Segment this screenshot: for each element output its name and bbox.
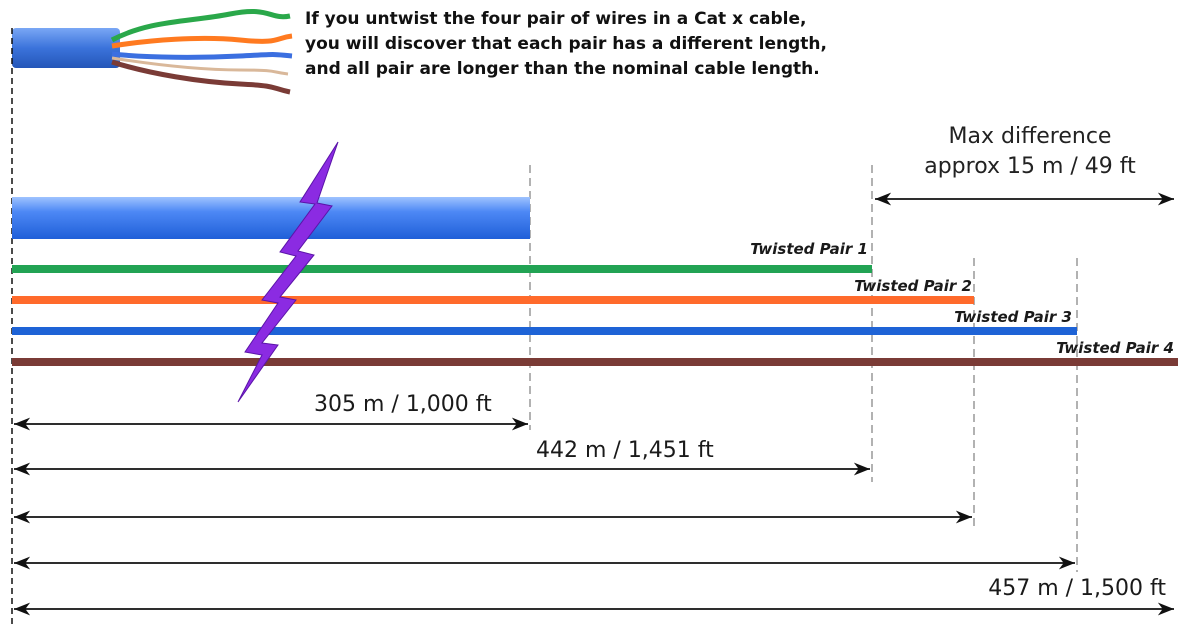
dimension-label-cable: 305 m / 1,000 ft xyxy=(314,392,492,417)
pair-4-bar xyxy=(12,358,1178,366)
lightning-bolt-icon xyxy=(237,141,339,403)
pair-3-label: Twisted Pair 3 xyxy=(954,308,1072,326)
max-difference-label: Max difference approx 15 m / 49 ft xyxy=(880,122,1178,182)
intro-line: and all pair are longer than the nominal… xyxy=(305,59,820,79)
pair-1-label: Twisted Pair 1 xyxy=(750,240,868,258)
intro-line: you will discover that each pair has a d… xyxy=(305,34,827,54)
cable-bar xyxy=(12,197,530,239)
pair-3-bar xyxy=(12,327,1077,335)
intro-text: If you untwist the four pair of wires in… xyxy=(305,7,865,82)
max-difference-title: Max difference xyxy=(948,124,1112,149)
pair-2-bar xyxy=(12,296,974,304)
max-difference-value: approx 15 m / 49 ft xyxy=(924,154,1136,179)
pair-4-label: Twisted Pair 4 xyxy=(1056,339,1174,357)
cable-photo-icon xyxy=(12,8,293,95)
pair-2-label: Twisted Pair 2 xyxy=(854,277,972,295)
pair-1-bar xyxy=(12,265,872,273)
dimension-label-pair-1: 442 m / 1,451 ft xyxy=(536,438,714,463)
intro-line: If you untwist the four pair of wires in… xyxy=(305,9,807,29)
dimension-label-pair-4: 457 m / 1,500 ft xyxy=(988,576,1166,601)
